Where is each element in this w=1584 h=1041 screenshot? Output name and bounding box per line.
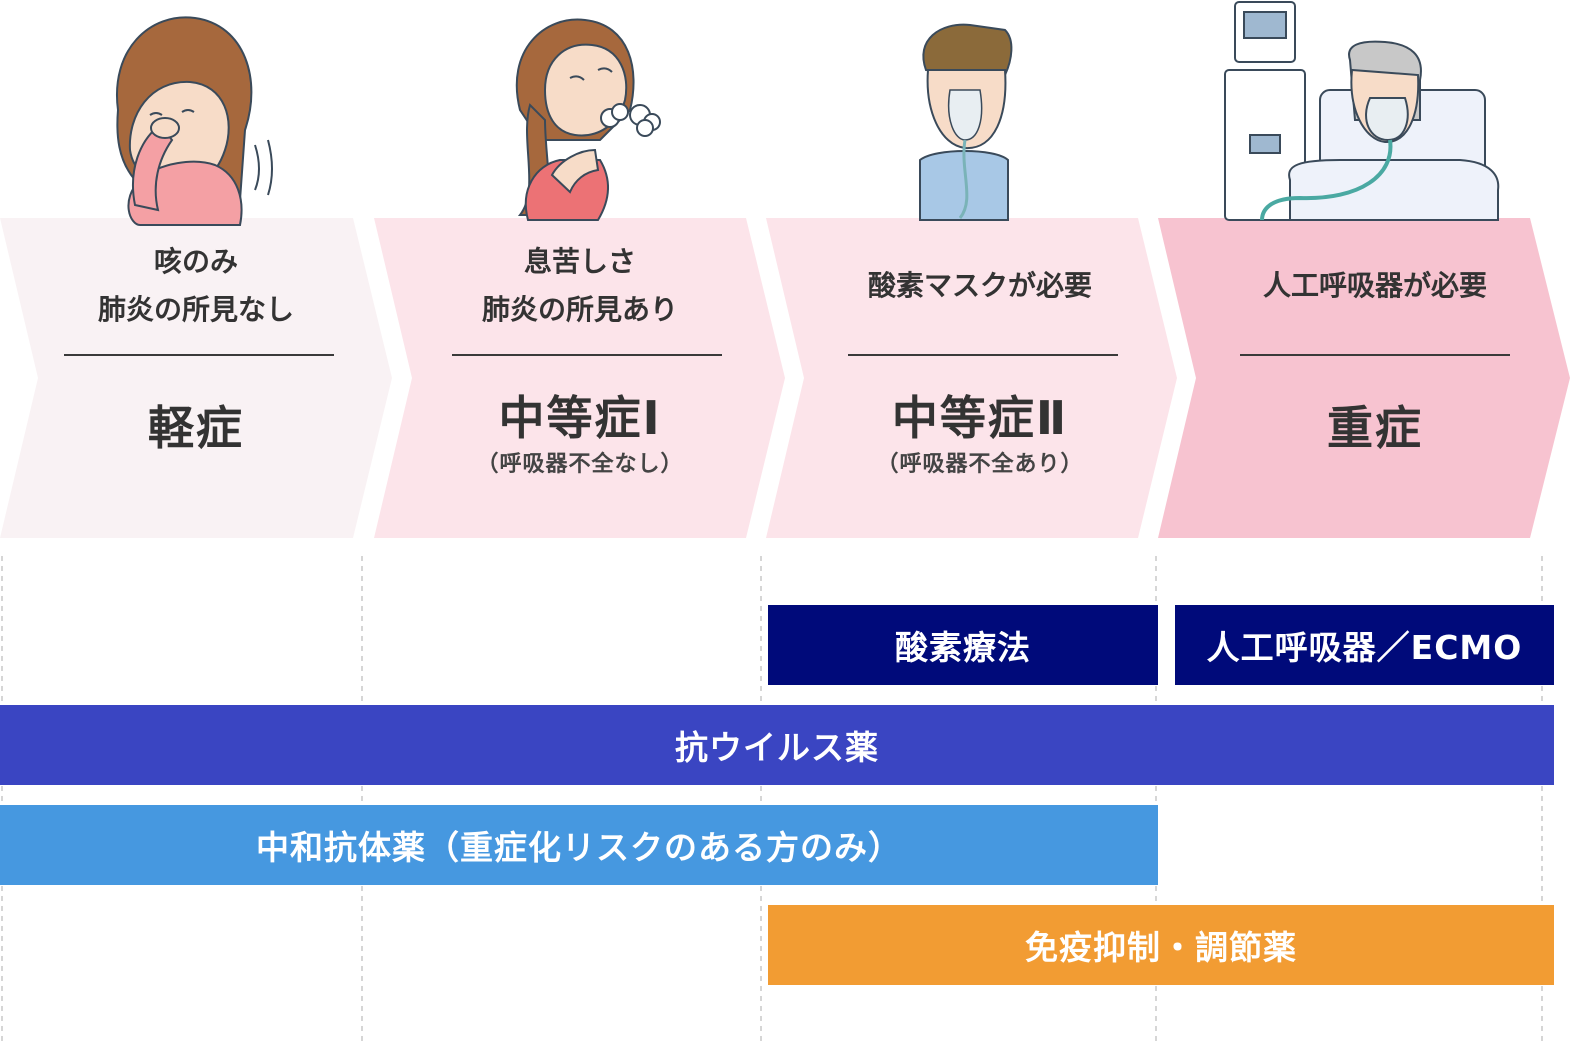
stage-2-description: 息苦しさ 肺炎の所見あり	[380, 218, 780, 354]
oxygen-mask-man-illustration	[919, 23, 1013, 221]
immunomodulator-label: 免疫抑制・調節薬	[1025, 928, 1297, 967]
neutralizing-antibody-bar: 中和抗体薬（重症化リスクのある方のみ）	[0, 805, 1158, 885]
stage-3: 酸素マスクが必要 中等症Ⅱ （呼吸器不全あり）	[780, 218, 1180, 536]
stage-2-desc-line-2: 肺炎の所見あり	[481, 293, 678, 326]
stage-4: 人工呼吸器が必要 重症	[1175, 218, 1575, 536]
stage-3-level-sub: （呼吸器不全あり）	[876, 452, 1084, 477]
stage-2: 息苦しさ 肺炎の所見あり 中等症Ⅰ （呼吸器不全なし）	[380, 218, 780, 536]
ventilator-ecmo-bar: 人工呼吸器／ECMO	[1175, 605, 1554, 685]
oxygen-therapy-bar: 酸素療法	[768, 605, 1158, 685]
stage-4-chevron	[1158, 218, 1570, 538]
stage-2-level-name: 中等症Ⅰ	[498, 391, 662, 445]
stage-1-description: 咳のみ 肺炎の所見なし	[0, 218, 392, 354]
antiviral-bar: 抗ウイルス薬	[0, 705, 1554, 785]
stage-1-level: 軽症	[0, 398, 392, 458]
breathless-woman-illustration	[515, 18, 661, 221]
coughing-woman-illustration	[115, 16, 273, 226]
ventilator-patient-illustration	[1224, 1, 1500, 221]
stage-4-description: 人工呼吸器が必要	[1175, 218, 1575, 354]
stage-1-desc-line-2: 肺炎の所見なし	[97, 293, 294, 326]
ventilator-ecmo-label: 人工呼吸器／ECMO	[1206, 628, 1523, 667]
stage-3-level-name: 中等症Ⅱ	[891, 391, 1069, 445]
stage-4-desc-line-1: 人工呼吸器が必要	[1262, 269, 1487, 302]
stage-3-desc-line-1: 酸素マスクが必要	[867, 269, 1092, 302]
stage-2-level-sub: （呼吸器不全なし）	[476, 452, 684, 477]
oxygen-therapy-label: 酸素療法	[895, 628, 1031, 667]
stage-1-chevron	[0, 218, 392, 538]
stage-1-desc-line-1: 咳のみ	[153, 245, 238, 278]
immunomodulator-bar: 免疫抑制・調節薬	[768, 905, 1554, 985]
stage-3-chevron	[766, 218, 1177, 538]
stage-2-level: 中等症Ⅰ （呼吸器不全なし）	[380, 388, 780, 482]
stage-2-chevron	[374, 218, 785, 538]
stage-3-description: 酸素マスクが必要	[780, 218, 1180, 354]
neutralizing-antibody-label: 中和抗体薬（重症化リスクのある方のみ）	[256, 828, 902, 867]
stage-4-level: 重症	[1175, 398, 1575, 458]
stage-1: 咳のみ 肺炎の所見なし 軽症	[0, 218, 392, 536]
stage-4-level-name: 重症	[1327, 401, 1423, 455]
stage-2-desc-line-1: 息苦しさ	[523, 245, 636, 278]
stage-rules	[64, 354, 1510, 356]
antiviral-label: 抗ウイルス薬	[675, 728, 879, 767]
stage-1-level-name: 軽症	[148, 401, 244, 455]
stage-3-level: 中等症Ⅱ （呼吸器不全あり）	[780, 388, 1180, 482]
